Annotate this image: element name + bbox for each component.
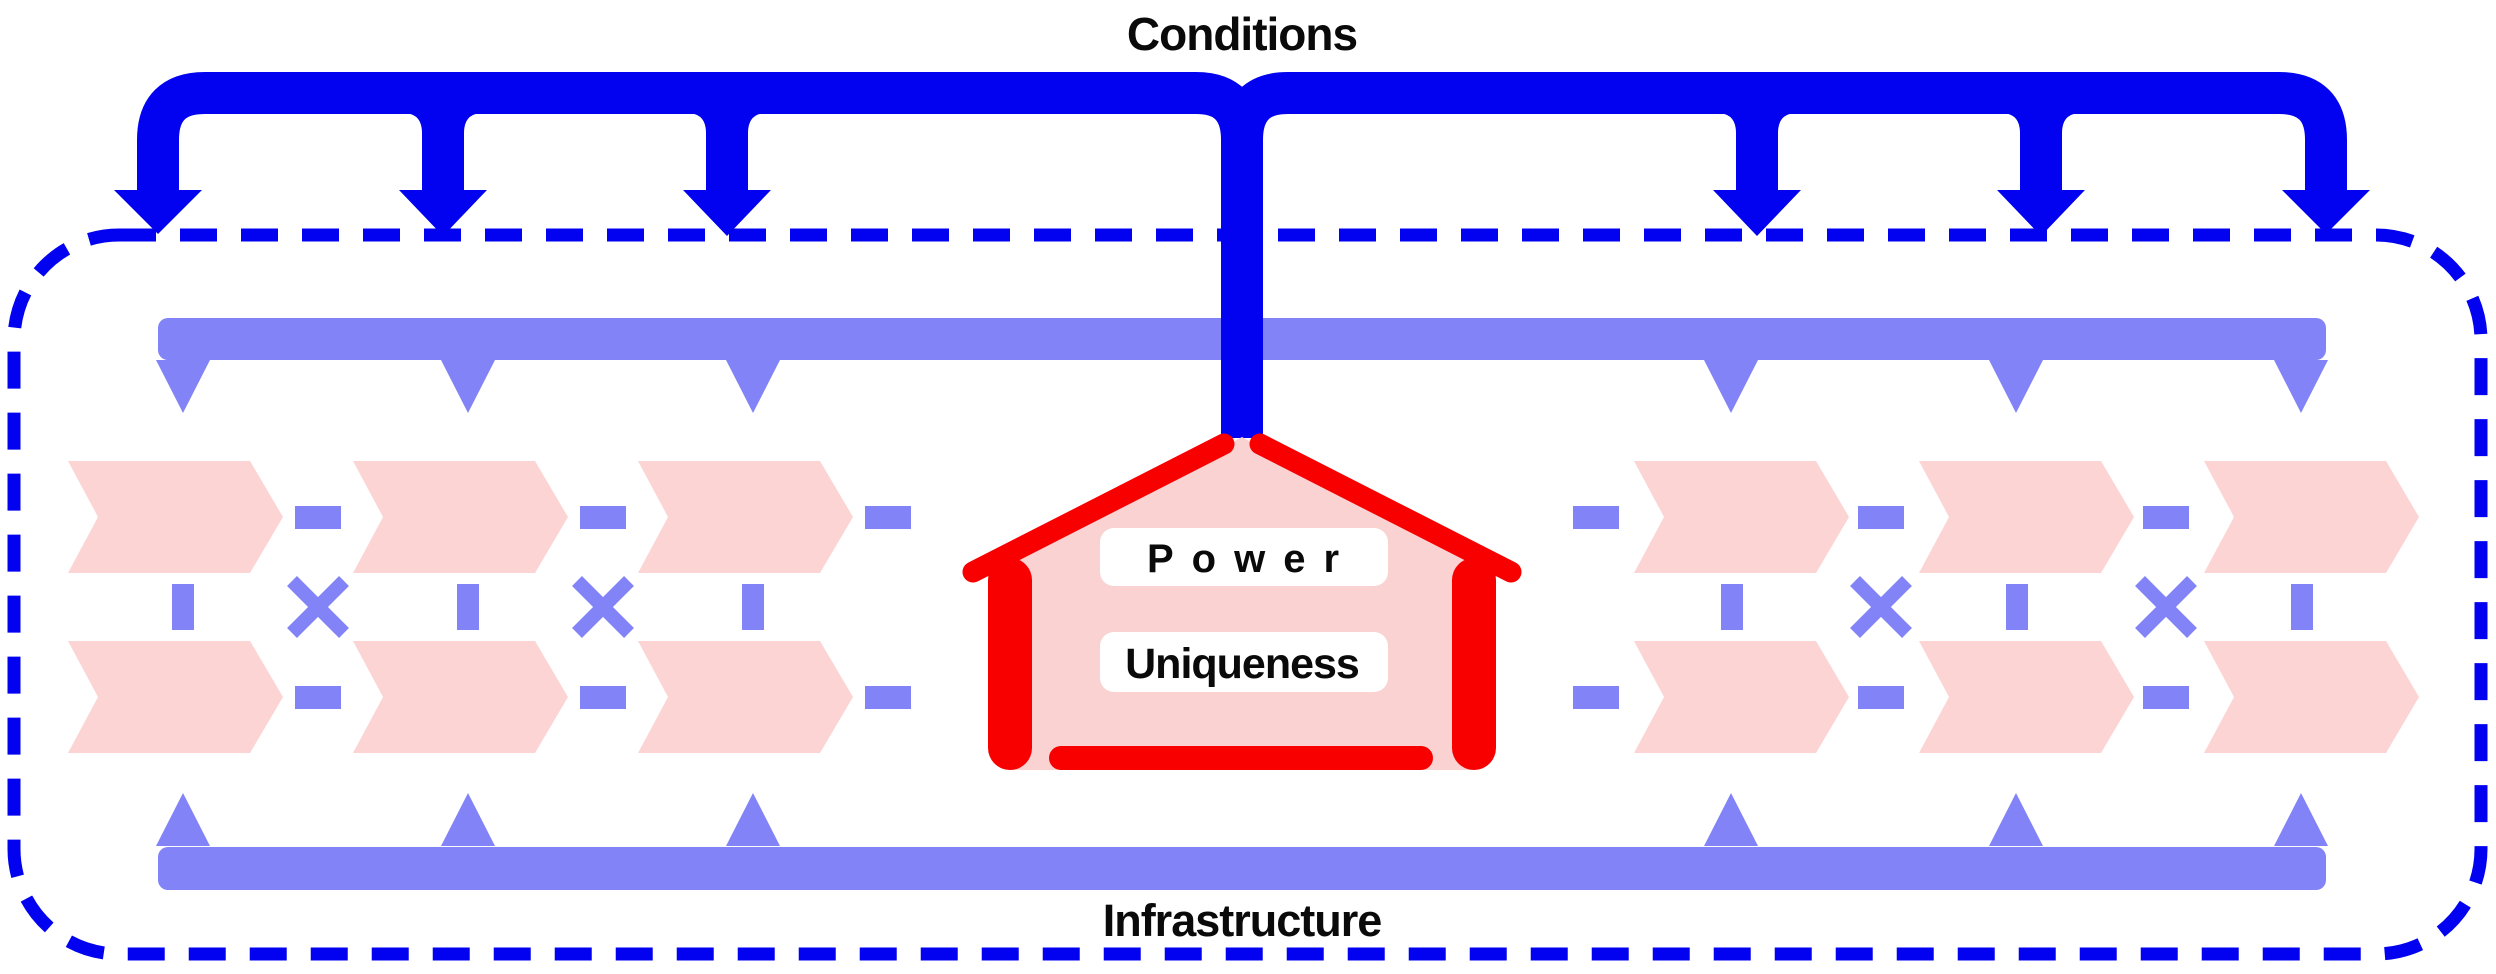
process-chevron (68, 461, 283, 573)
house-wall-left (988, 558, 1032, 770)
link-dash (295, 506, 341, 529)
down-arrow-tip-icon (441, 360, 495, 413)
link-dash (1858, 686, 1904, 709)
multiply-connector-icon (577, 581, 629, 633)
house-label-boxes (1100, 528, 1388, 692)
house-roof-right (1249, 433, 1522, 583)
condition-branch-arrow (399, 113, 487, 236)
conditions-flow-right (1221, 72, 2347, 438)
link-dash (865, 686, 911, 709)
up-arrow-tip-icon (2274, 793, 2328, 846)
link-bar (172, 584, 194, 630)
process-chevron (638, 461, 853, 573)
condition-arrowhead (114, 190, 202, 234)
condition-branch-arrow (1713, 113, 1801, 236)
process-chevron (1919, 461, 2134, 573)
process-chevron (68, 641, 283, 753)
up-arrow-tip-icon (726, 793, 780, 846)
power-label: Power (1147, 537, 1357, 581)
uniqueness-label: Uniqueness (1125, 640, 1359, 688)
process-chevron (353, 641, 568, 753)
power-label-box (1100, 528, 1388, 586)
process-chevron (2204, 641, 2419, 753)
house-body (1012, 437, 1472, 770)
up-arrow-tip-icon (441, 793, 495, 846)
conditions-flow-left (137, 72, 1263, 438)
link-dash (580, 506, 626, 529)
infrastructure-bar (158, 847, 2326, 890)
down-arrow-tip-icon (1704, 360, 1758, 413)
process-chevron (353, 461, 568, 573)
condition-branch-arrow (683, 113, 771, 236)
up-arrow-tip-icon (156, 793, 210, 846)
house-floor (1049, 746, 1433, 770)
link-bar (2291, 584, 2313, 630)
link-dash (2143, 686, 2189, 709)
infrastructure-title: Infrastructure (1103, 895, 1382, 946)
link-bar (2006, 584, 2028, 630)
process-chevron (2204, 461, 2419, 573)
uniqueness-label-box (1100, 632, 1388, 692)
down-arrow-tip-icon (2274, 360, 2328, 413)
link-dash (295, 686, 341, 709)
conditions-title: Conditions (1127, 8, 1357, 60)
house-roof-left (962, 433, 1235, 583)
process-chevron (1634, 461, 1849, 573)
condition-branch-arrow (1997, 113, 2085, 236)
house-group: Power Uniqueness (962, 433, 1522, 770)
house-wall-right (1452, 558, 1496, 770)
multiply-connector-icon (2140, 581, 2192, 633)
process-chevron (1919, 641, 2134, 753)
link-dash (1858, 506, 1904, 529)
link-dash (865, 506, 911, 529)
up-arrow-tip-icon (1989, 793, 2043, 846)
link-bar (742, 584, 764, 630)
up-arrow-tip-icon (1704, 793, 1758, 846)
house-walls-floor (988, 558, 1496, 770)
link-bar (1721, 584, 1743, 630)
link-dash (1573, 506, 1619, 529)
multiply-connector-icon (292, 581, 344, 633)
multiply-connector-icon (1855, 581, 1907, 633)
condition-arrowhead (2282, 190, 2370, 234)
process-chevron (1634, 641, 1849, 753)
link-dash (580, 686, 626, 709)
down-arrow-tip-icon (1989, 360, 2043, 413)
house-roof (962, 433, 1522, 583)
conditions-manifold-group (137, 72, 2347, 438)
down-arrow-tip-icon (726, 360, 780, 413)
link-bar (457, 584, 479, 630)
link-dash (2143, 506, 2189, 529)
link-dash (1573, 686, 1619, 709)
process-chevron (638, 641, 853, 753)
down-arrow-tip-icon (156, 360, 210, 413)
